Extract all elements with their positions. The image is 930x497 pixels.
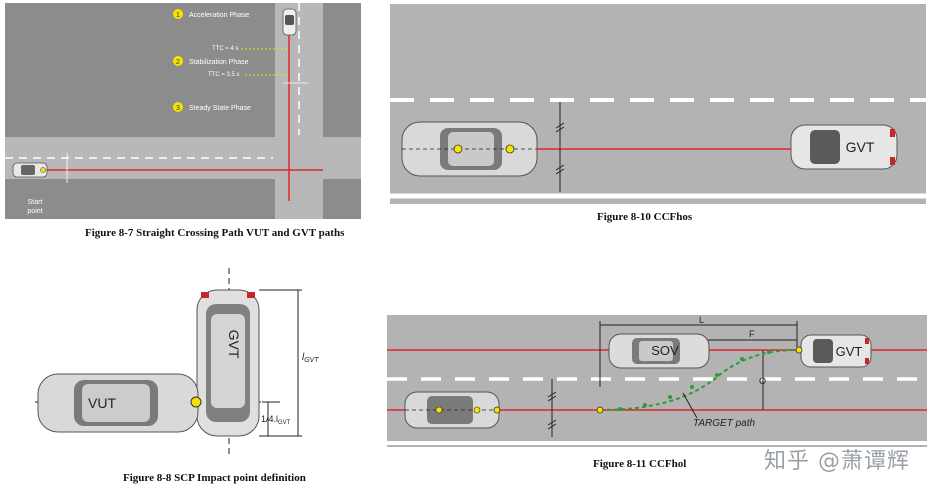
gvt-label: GVT xyxy=(846,139,875,155)
start-point-label-line2: point xyxy=(27,208,42,215)
figure-8-11-caption: Figure 8-11 CCFhol xyxy=(593,458,687,470)
figure-8-7-caption: Figure 8-7 Straight Crossing Path VUT an… xyxy=(85,227,345,239)
phase-2-label: Stabilization Phase xyxy=(189,59,249,66)
gvt-car: GVT xyxy=(790,124,898,170)
vut-car-start xyxy=(12,162,48,178)
phase-3-marker: 3 Steady State Phase xyxy=(173,102,251,112)
target-start-point xyxy=(596,406,604,414)
phase-2-marker: 2 Stabilization Phase xyxy=(173,56,249,66)
svg-text:2: 2 xyxy=(176,59,180,66)
fig-8-8-diagram: GVT VUT lGVT 1/4.lGVT xyxy=(35,268,319,458)
phase-1-label: Acceleration Phase xyxy=(189,12,249,19)
svg-text:3: 3 xyxy=(176,105,180,112)
figure-8-10-caption: Figure 8-10 CCFhos xyxy=(597,211,693,223)
ttc-4s-label: TTC = 4 s xyxy=(212,46,239,52)
gvt-car: GVT xyxy=(800,334,872,368)
dim-o-label: O xyxy=(759,376,766,386)
fig-8-10-diagram: GVT xyxy=(390,4,926,204)
fig-8-7-diagram: 1 Acceleration Phase 2 Stabilization Pha… xyxy=(5,3,361,219)
phase-1-marker: 1 Acceleration Phase xyxy=(173,9,249,19)
gvt-car: GVT xyxy=(196,289,260,437)
target-end-point xyxy=(795,346,803,354)
phase-3-label: Steady State Phase xyxy=(189,105,251,112)
l-gvt-label: lGVT xyxy=(302,352,319,364)
vut-front-point xyxy=(493,406,501,414)
sov-label: SOV xyxy=(651,343,679,358)
dim-l-label: L xyxy=(699,315,704,325)
figure-8-8-caption: Figure 8-8 SCP Impact point definition xyxy=(123,472,306,484)
watermark-text: 知乎 @萧谭辉 xyxy=(764,449,910,474)
target-path-label: TARGET path xyxy=(693,418,755,429)
vut-label: VUT xyxy=(88,395,116,411)
fig-8-11-diagram: L F O SOV GVT TARGET path xyxy=(387,315,927,447)
vut-car xyxy=(401,121,538,177)
gvt-car-top-view xyxy=(282,8,297,36)
quarter-l-gvt-label: 1/4.lGVT xyxy=(261,414,291,426)
vut-car xyxy=(404,391,500,429)
sov-car: SOV xyxy=(608,333,710,369)
ttc-3-5s-label: TTC = 3.5 s xyxy=(208,72,240,78)
vut-car: VUT xyxy=(37,373,199,433)
dim-f-label: F xyxy=(749,329,755,339)
start-point-label-line1: Start xyxy=(28,199,43,206)
gvt-label: GVT xyxy=(836,344,863,359)
svg-text:1: 1 xyxy=(176,12,180,19)
impact-point xyxy=(190,396,202,408)
gvt-label: GVT xyxy=(226,330,242,359)
